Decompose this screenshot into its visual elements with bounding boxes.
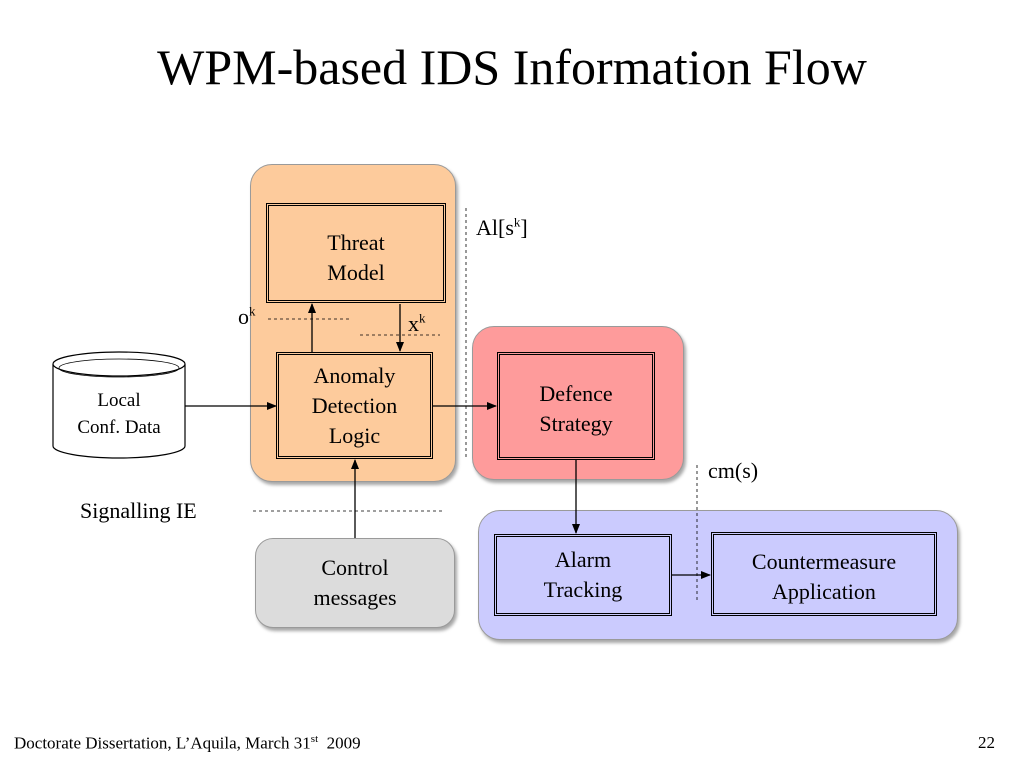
al-label: Al[sk] <box>476 215 528 241</box>
countermeasure-label-2: Application <box>772 579 876 604</box>
defence-label-2: Strategy <box>539 411 613 436</box>
countermeasure-label-1: Countermeasure <box>751 549 897 574</box>
ok-label: ok <box>238 304 256 330</box>
alarm-tracking-box: Alarm Tracking <box>494 534 672 616</box>
local-conf-data-text: Local Conf. Data <box>52 387 186 441</box>
countermeasure-box: Countermeasure Application <box>711 532 937 616</box>
cm-label: cm(s) <box>708 458 759 483</box>
ok-base: o <box>238 304 249 329</box>
local-conf-data-cylinder <box>52 351 186 459</box>
footer-year: 2009 <box>326 733 361 753</box>
xk-label: xk <box>408 311 426 337</box>
anomaly-label-3: Logic <box>328 422 381 448</box>
anomaly-label-1: Anomaly <box>313 362 396 388</box>
xk-sup: k <box>419 310 426 326</box>
footer-sup: st <box>310 733 319 745</box>
local-conf-label-2: Conf. Data <box>77 417 161 438</box>
page-number: 22 <box>978 733 995 752</box>
local-conf-label-1: Local <box>97 390 141 411</box>
threat-model-label-2: Model <box>327 260 385 285</box>
anomaly-label-2: Detection <box>311 392 398 418</box>
threat-model-label-1: Threat <box>327 230 385 255</box>
alarm-label-2: Tracking <box>543 577 623 602</box>
al-tail: ] <box>520 215 528 240</box>
footer-main: Doctorate Dissertation, L’Aquila, March … <box>14 733 311 753</box>
signalling-label: Signalling IE <box>80 498 197 523</box>
control-messages-box: Control messages <box>255 538 455 628</box>
al-sup: k <box>513 214 521 230</box>
control-label-1: Control <box>321 555 389 580</box>
anomaly-detection-box: Anomaly Detection Logic <box>276 352 433 459</box>
slide-title: WPM-based IDS Information Flow <box>157 39 867 95</box>
al-base: Al[s <box>476 215 514 240</box>
control-label-2: messages <box>313 585 397 610</box>
defence-strategy-box: Defence Strategy <box>497 352 655 460</box>
alarm-label-1: Alarm <box>554 547 612 572</box>
ok-sup: k <box>249 303 256 319</box>
xk-base: x <box>408 311 419 336</box>
threat-model-box: Threat Model <box>266 203 446 303</box>
footer-text: Doctorate Dissertation, L’Aquila, March … <box>14 733 361 754</box>
defence-label-1: Defence <box>539 381 613 406</box>
